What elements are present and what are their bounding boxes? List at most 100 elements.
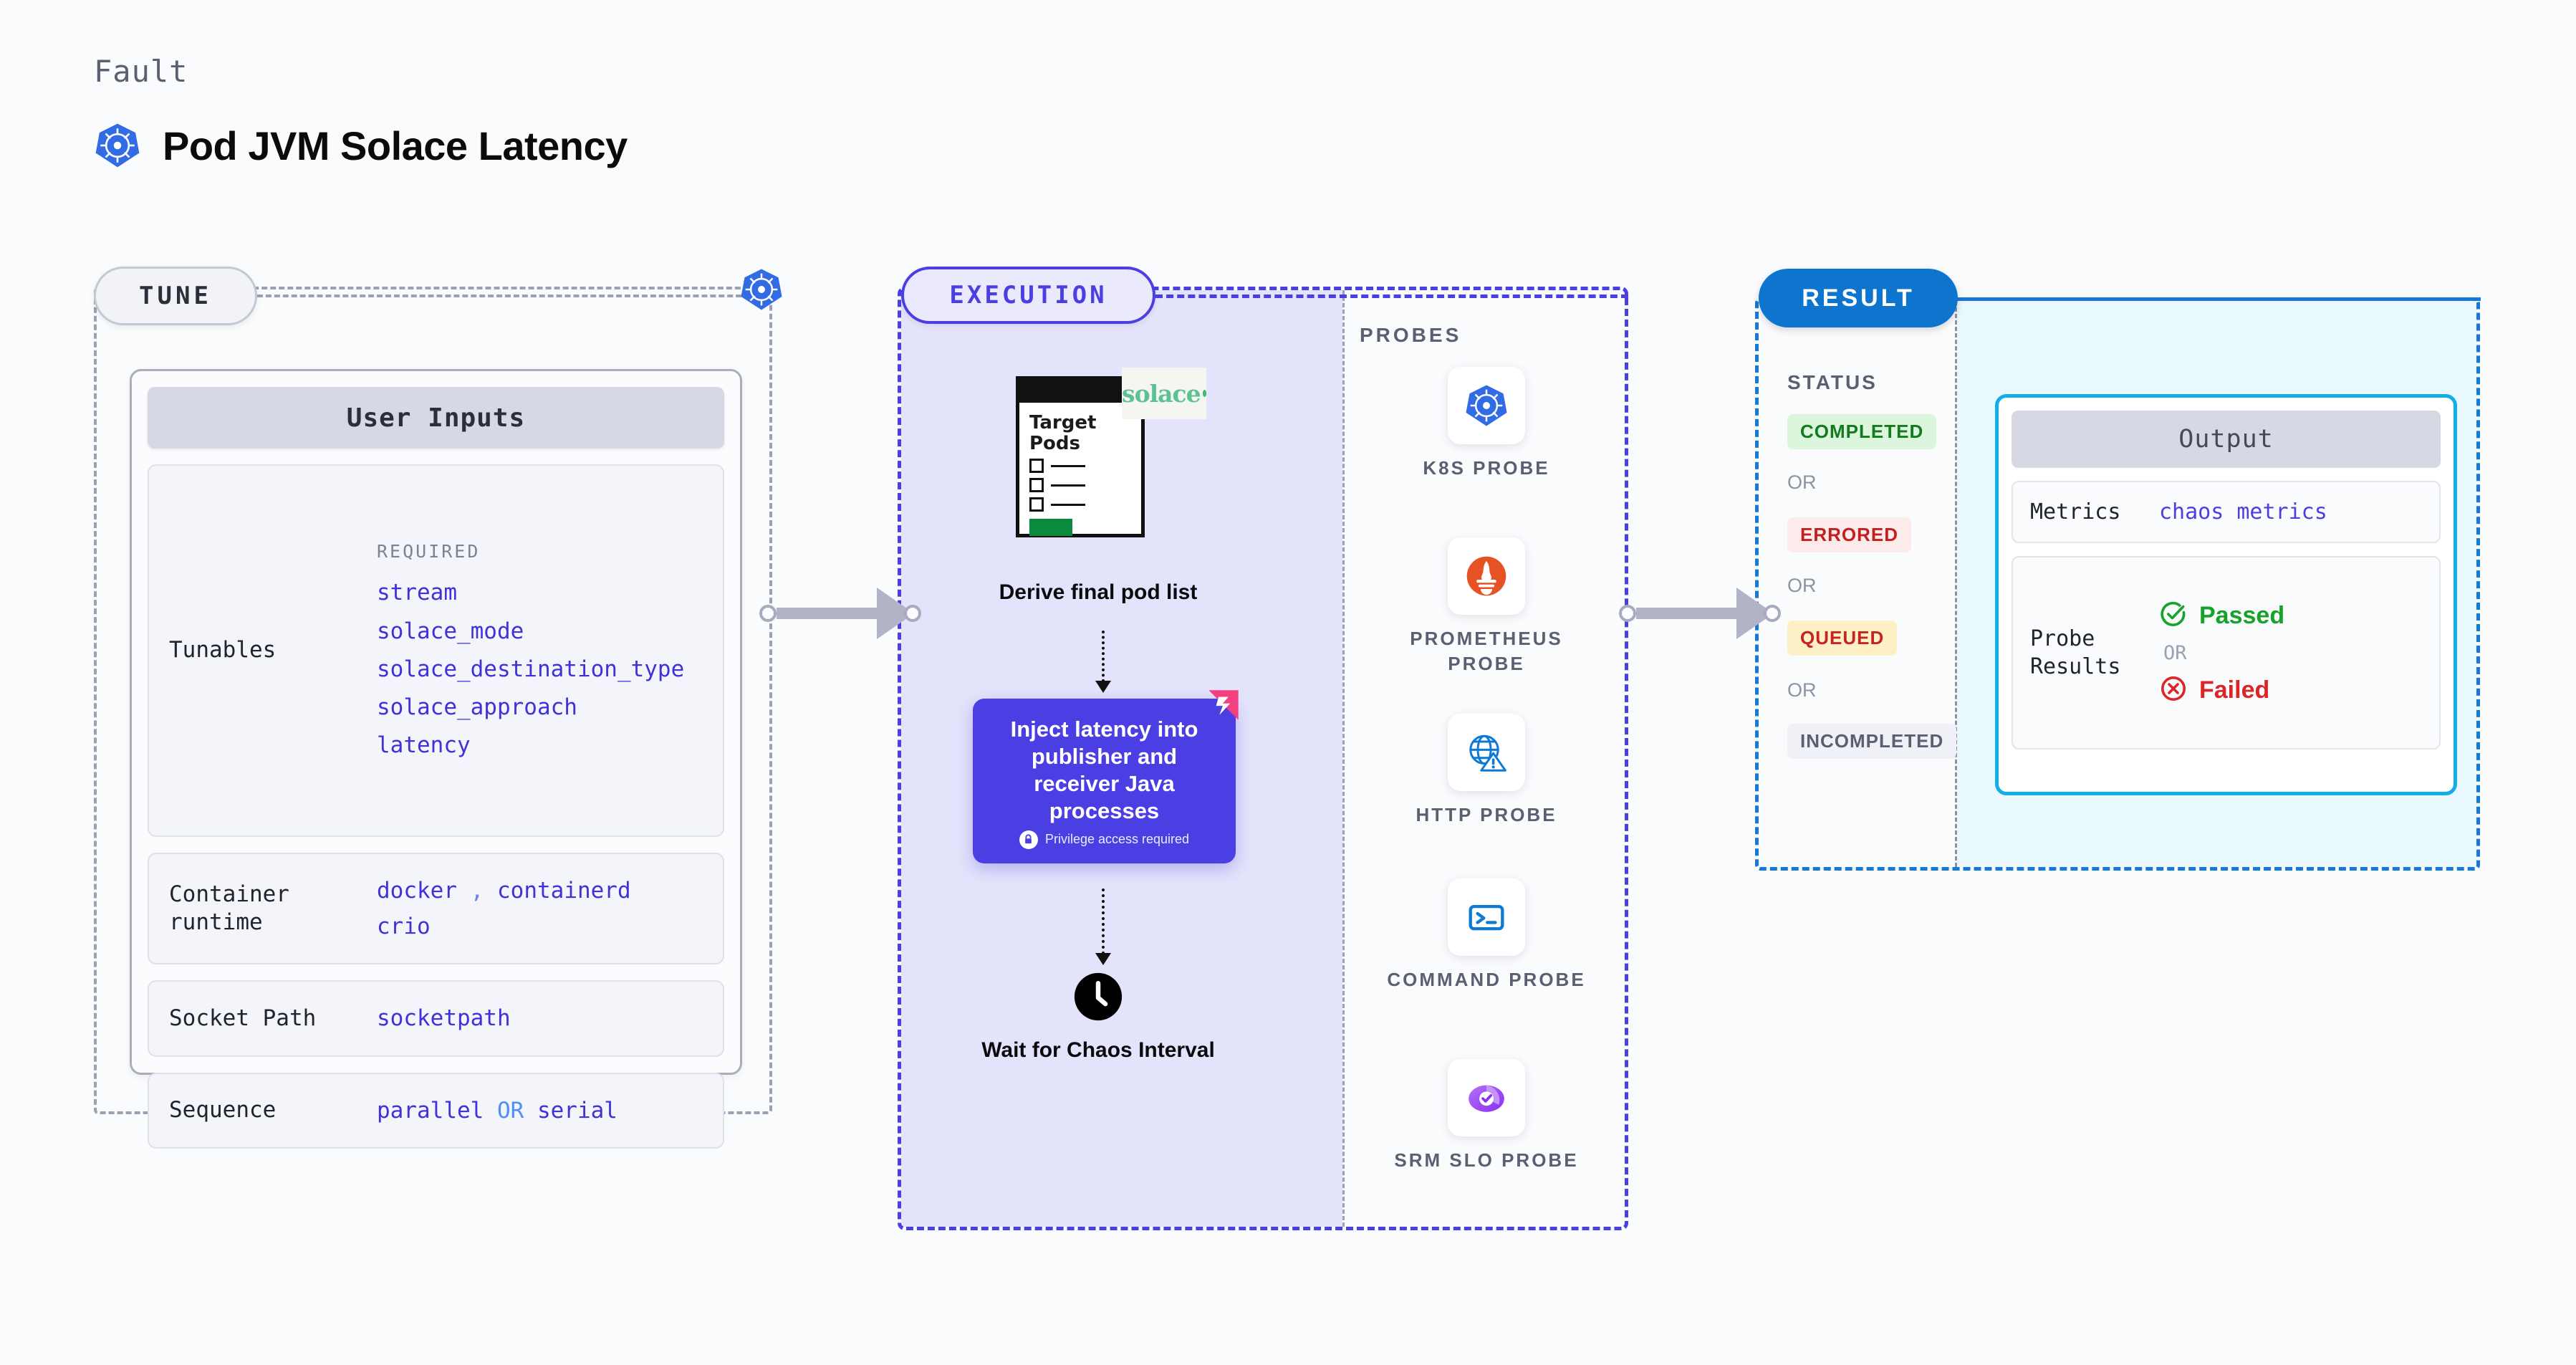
tunables-row-label: Tunables xyxy=(169,637,277,664)
status-badge-completed: COMPLETED xyxy=(1787,414,1937,449)
probe-results-row: Probe Results Passed OR xyxy=(2012,556,2441,749)
document-line xyxy=(1029,497,1141,512)
flow-arrowhead-1 xyxy=(1095,681,1111,693)
kubernetes-icon xyxy=(739,267,784,315)
socket-path-row: Socket Path socketpath xyxy=(148,980,724,1057)
status-or-3: OR xyxy=(1787,679,1817,701)
derive-pod-list-graphic: Target Pods solace xyxy=(1016,368,1206,541)
result-pill-label: RESULT xyxy=(1802,284,1915,312)
execution-pill-label: EXECUTION xyxy=(949,281,1107,310)
runtime-containerd: containerd xyxy=(497,878,631,904)
arrow-start-dot xyxy=(1619,605,1636,622)
sequence-joiner: OR xyxy=(496,1097,524,1124)
tunables-row-values: REQUIRED stream solace_mode solace_desti… xyxy=(377,536,684,765)
probe-results-values: Passed OR Failed xyxy=(2159,600,2284,707)
metrics-value: chaos metrics xyxy=(2159,499,2327,525)
inject-step-text: Inject latency into publisher and receiv… xyxy=(1010,717,1198,823)
privilege-note: Privilege access required xyxy=(1019,830,1189,849)
socket-path-value: socketpath xyxy=(377,1005,511,1032)
lock-icon xyxy=(1019,830,1038,849)
probe-result-failed: Failed xyxy=(2159,674,2284,707)
probe-results-or: OR xyxy=(2163,641,2187,664)
document-title: Target Pods xyxy=(1029,412,1097,454)
solace-logo-text: solace xyxy=(1122,379,1201,408)
document-line xyxy=(1029,459,1141,474)
execution-connector-line xyxy=(1155,294,1628,298)
status-badge-queued: QUEUED xyxy=(1787,621,1898,656)
page-title: Pod JVM Solace Latency xyxy=(163,123,628,168)
tunable-solace-mode: solace_mode xyxy=(377,618,524,644)
required-label: REQUIRED xyxy=(377,541,481,562)
tunables-row: Tunables REQUIRED stream solace_mode sol… xyxy=(148,464,724,837)
status-badge-errored: ERRORED xyxy=(1787,517,1912,552)
harness-ribbon-icon xyxy=(1207,689,1240,725)
tunable-latency: latency xyxy=(377,732,471,759)
arrow-end-dot xyxy=(904,605,921,622)
probe-failed-label: Failed xyxy=(2199,676,2270,704)
probe-label: SRM SLO PROBE xyxy=(1394,1149,1579,1171)
probe-srm-slo[interactable]: SRM SLO PROBE xyxy=(1386,1059,1587,1173)
fault-eyebrow-label: Fault xyxy=(94,54,188,89)
terminal-icon xyxy=(1448,878,1525,956)
status-or-2: OR xyxy=(1787,575,1817,596)
probe-k8s[interactable]: K8S PROBE xyxy=(1386,367,1587,481)
execution-section-box xyxy=(898,287,1628,1230)
sequence-parallel: parallel xyxy=(377,1097,484,1124)
tune-pill-label: TUNE xyxy=(139,282,212,310)
tunable-stream: stream xyxy=(377,580,457,606)
probe-result-passed: Passed xyxy=(2159,600,2284,632)
x-circle-icon xyxy=(2159,674,2188,707)
socket-path-label: Socket Path xyxy=(169,1005,317,1031)
user-inputs-heading: User Inputs xyxy=(148,387,724,449)
wait-chaos-interval-step: Wait for Chaos Interval xyxy=(898,971,1299,1064)
flow-connector-2 xyxy=(1102,889,1105,954)
sequence-serial: serial xyxy=(537,1097,617,1124)
probe-label: K8S PROBE xyxy=(1423,457,1550,479)
probe-results-label: Probe Results xyxy=(2030,626,2121,679)
result-status-column xyxy=(1759,301,1957,867)
container-runtime-row: Container runtime docker , containerd cr… xyxy=(148,853,724,965)
tunable-solace-approach: solace_approach xyxy=(377,694,577,721)
container-runtime-values: docker , containerd crio xyxy=(377,873,631,944)
output-heading: Output xyxy=(2012,411,2441,468)
probe-passed-label: Passed xyxy=(2199,601,2285,629)
globe-warning-icon xyxy=(1448,714,1525,791)
document-progress-bar xyxy=(1029,519,1072,537)
sequence-values: parallel OR serial xyxy=(377,1093,617,1129)
status-badge-incompleted: INCOMPLETED xyxy=(1787,724,1957,759)
status-heading: STATUS xyxy=(1787,371,1878,393)
tune-section-pill[interactable]: TUNE xyxy=(94,267,257,325)
flow-connector-1 xyxy=(1102,631,1105,682)
clock-icon xyxy=(1072,972,1124,1025)
arrow-start-dot xyxy=(759,605,777,622)
probe-label: COMMAND PROBE xyxy=(1387,969,1586,990)
probe-command[interactable]: COMMAND PROBE xyxy=(1386,878,1587,992)
user-inputs-card: User Inputs Tunables REQUIRED stream sol… xyxy=(130,369,742,1149)
runtime-crio: crio xyxy=(377,914,431,940)
tunable-solace-destination-type: solace_destination_type xyxy=(377,656,685,682)
runtime-separator: , xyxy=(470,878,484,904)
status-or-1: OR xyxy=(1787,471,1817,493)
probe-prometheus[interactable]: PROMETHEUS PROBE xyxy=(1386,537,1587,676)
metrics-row: Metrics chaos metrics xyxy=(2012,481,2441,543)
execution-to-result-arrow xyxy=(1619,588,1781,639)
result-connector-line xyxy=(1958,297,2481,301)
runtime-docker: docker xyxy=(377,878,457,904)
execution-section-pill[interactable]: EXECUTION xyxy=(901,267,1155,324)
tune-connector-line xyxy=(257,294,759,297)
result-section-pill[interactable]: RESULT xyxy=(1759,269,1958,327)
page-title-row: Pod JVM Solace Latency xyxy=(94,122,628,169)
solace-logo: solace xyxy=(1122,368,1206,419)
sequence-row: Sequence parallel OR serial xyxy=(148,1072,724,1149)
wait-step-caption: Wait for Chaos Interval xyxy=(981,1038,1215,1062)
arrow-shaft xyxy=(777,608,877,619)
flow-arrowhead-2 xyxy=(1095,953,1111,965)
kubernetes-icon xyxy=(94,122,141,169)
probe-http[interactable]: HTTP PROBE xyxy=(1386,714,1587,828)
probes-heading: PROBES xyxy=(1360,324,1462,346)
privilege-note-text: Privilege access required xyxy=(1044,832,1190,847)
probe-label: PROMETHEUS PROBE xyxy=(1410,628,1563,675)
inject-latency-step-card[interactable]: Inject latency into publisher and receiv… xyxy=(973,690,1239,863)
arrow-shaft xyxy=(1636,608,1736,619)
probe-label: HTTP PROBE xyxy=(1416,804,1557,825)
